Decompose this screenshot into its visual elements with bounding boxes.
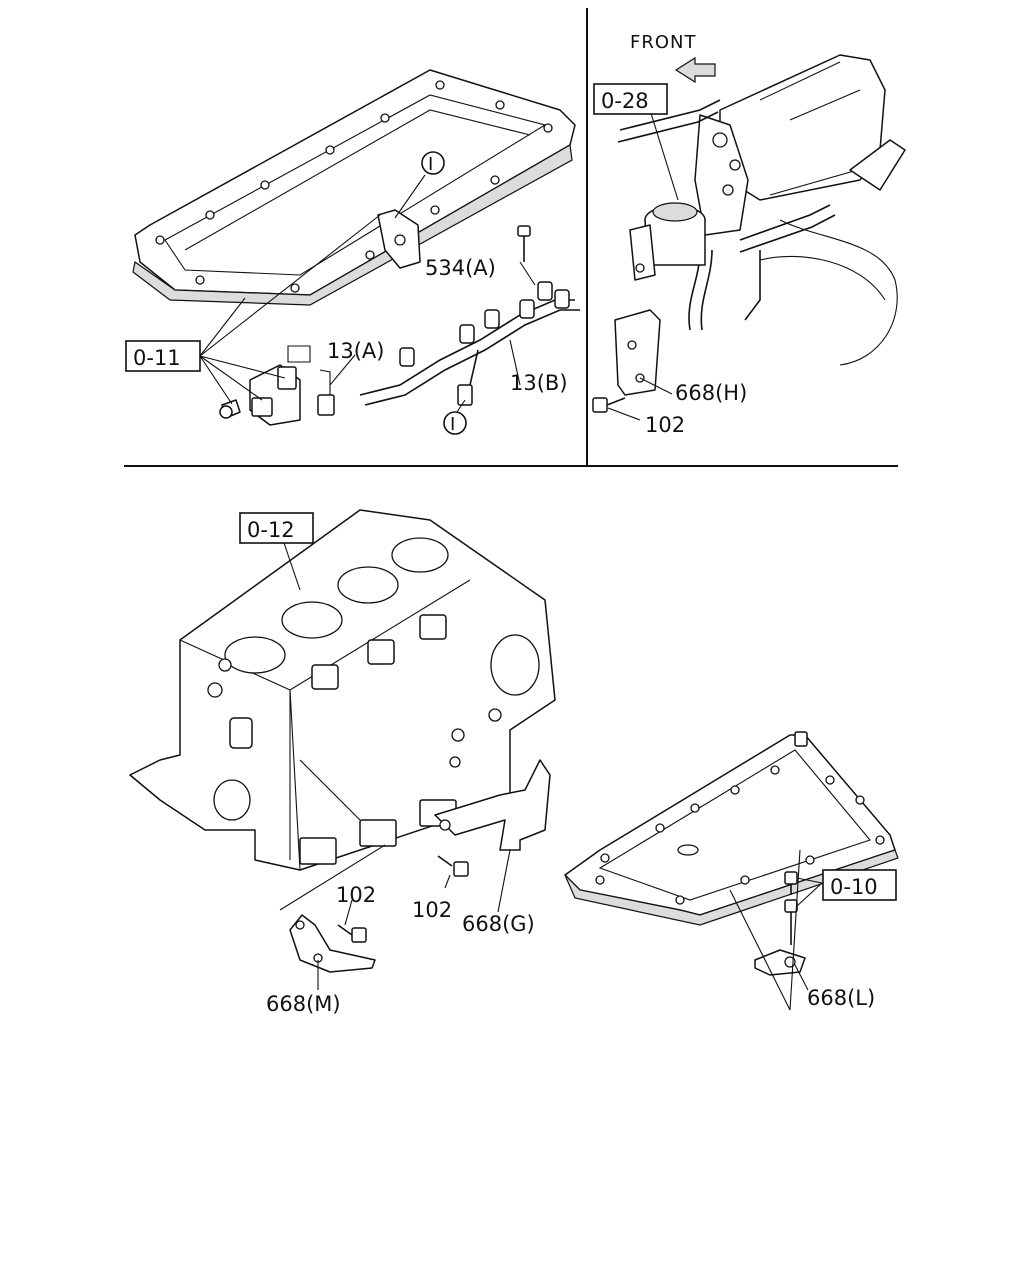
leader-lines-top-right: [607, 109, 679, 421]
label-13b: 13(B): [510, 371, 568, 395]
cylinder-block: [129, 509, 556, 871]
engine-housing: [694, 54, 906, 366]
svg-text:FRONT: FRONT: [630, 32, 697, 53]
label-534a: 534(A): [425, 256, 496, 280]
oil-pan-bolt-holes: [155, 80, 553, 293]
callout-circle-i-top: I: [421, 151, 445, 175]
callout-circle-i-bottom: I: [443, 411, 467, 435]
hoses: [617, 99, 836, 331]
label-668l: 668(L): [807, 986, 875, 1010]
crank-sensor-assembly: [219, 345, 311, 426]
bolt-534a: [517, 225, 531, 262]
svg-text:0-28: 0-28: [601, 89, 649, 113]
callout-0-28: 0-28: [593, 83, 668, 115]
svg-text:I: I: [450, 414, 456, 435]
oil-pan-frame: [132, 69, 576, 306]
label-668h: 668(H): [675, 381, 747, 405]
label-13a: 13(A): [327, 339, 384, 363]
oil-separator: [629, 202, 706, 281]
front-arrow: FRONT: [630, 32, 716, 84]
bolt-102-top: [592, 397, 626, 413]
harness-bracket: [377, 209, 421, 269]
svg-text:0-10: 0-10: [830, 875, 878, 899]
label-102-left: 102: [336, 883, 376, 907]
label-102-top: 102: [645, 413, 685, 437]
svg-text:I: I: [428, 154, 434, 175]
bolt-102-center: [437, 855, 469, 877]
bolt-102-left: [337, 924, 367, 943]
svg-text:0-12: 0-12: [247, 518, 295, 542]
label-668g: 668(G): [462, 912, 535, 936]
leader-lines-bottom-right: [729, 849, 823, 1011]
callout-0-11: 0-11: [125, 340, 201, 372]
callout-0-10: 0-10: [822, 869, 897, 901]
callout-0-12: 0-12: [239, 512, 314, 544]
bracket-668h: [614, 309, 661, 396]
leader-lines-top-left: [199, 174, 536, 416]
lower-oil-pan: [564, 731, 899, 926]
bracket-668l: [754, 949, 806, 976]
sensor-13a: [317, 369, 335, 416]
label-102-center: 102: [412, 898, 452, 922]
svg-text:0-11: 0-11: [133, 346, 181, 370]
wiring-harness-13b: [359, 281, 580, 406]
leader-lines-bottom-left: [279, 539, 511, 990]
bracket-668m: [289, 914, 376, 973]
lower-pan-bolt-holes: [595, 765, 885, 905]
label-668m: 668(M): [266, 992, 341, 1016]
bracket-668g: [434, 759, 551, 851]
